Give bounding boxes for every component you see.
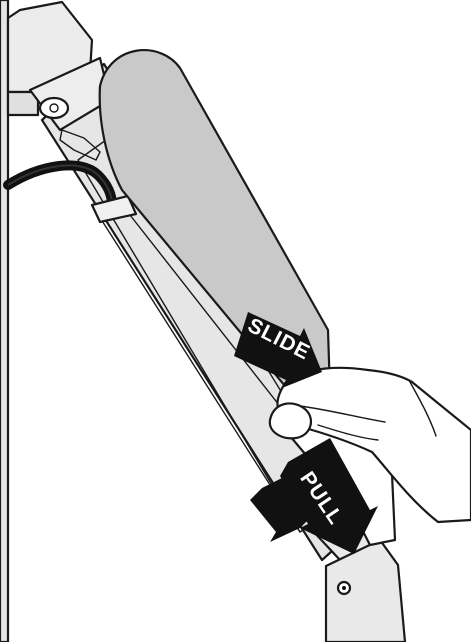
mounting-pole [0,0,8,642]
